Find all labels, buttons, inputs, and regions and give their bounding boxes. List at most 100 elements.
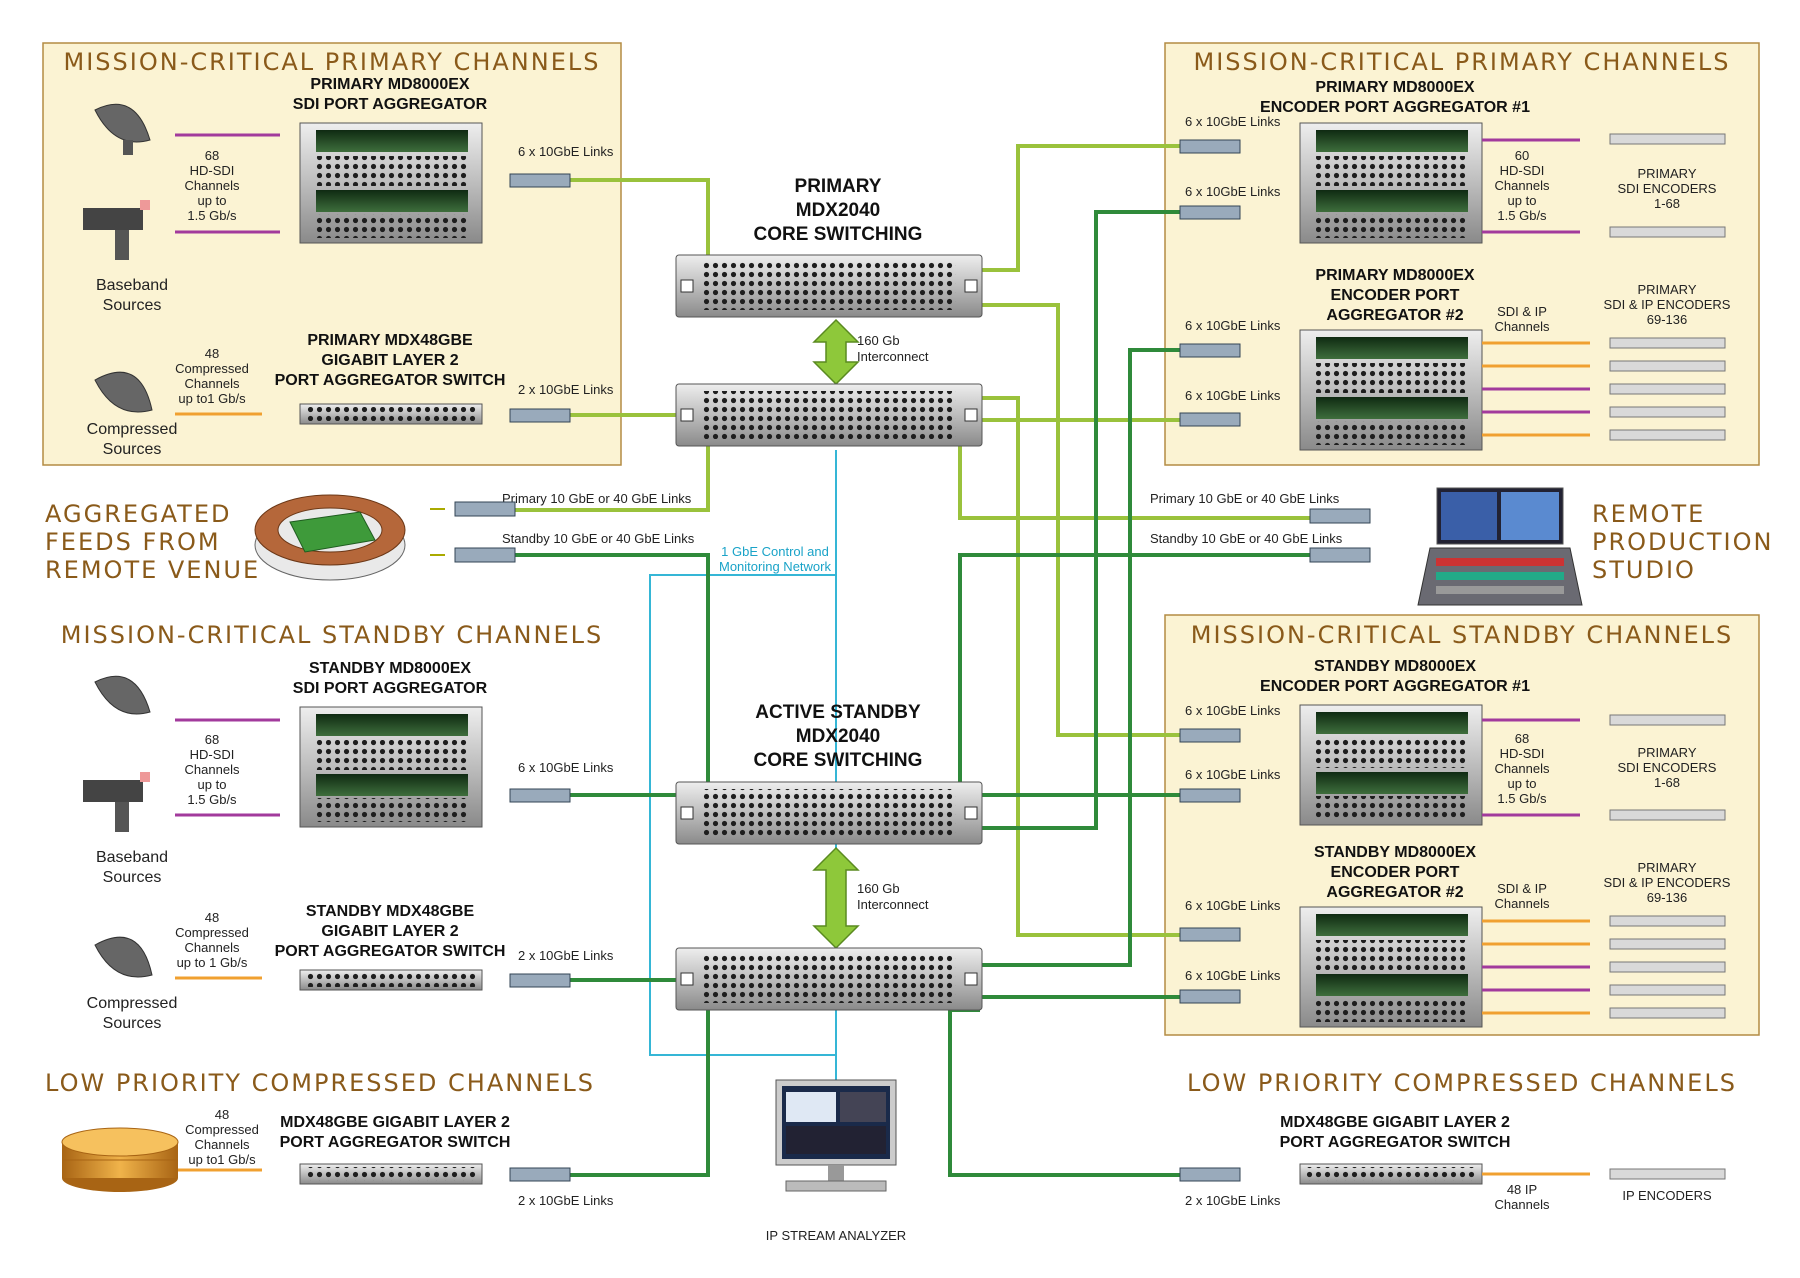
sdi-channels-label: Channels [185,178,240,193]
fiber-connector [509,1167,571,1182]
core-primary-title-2: MDX2040 [796,200,881,221]
right-primary-links-a: 6 x 10GbE Links [1185,114,1281,129]
control-network-label-1: 1 GbE Control and [721,544,829,559]
ip-stream-analyzer-monitor [775,1079,897,1192]
compressed-label-2: Sources [103,1015,162,1032]
low-channels-type: Compressed [185,1122,259,1137]
ip-encoder-bank-standby [1482,915,1726,1019]
right-standby-links-d: 6 x 10GbE Links [1185,968,1281,983]
remote-studio-label-3: STUDIO [1592,556,1696,584]
sdi-encoders-label-3: 1-68 [1654,775,1680,790]
fiber-connector-studio-primary [1309,508,1371,524]
left-primary-sdi-title-1: PRIMARY MD8000EX [310,76,469,93]
right-low-title-2: PORT AGGREGATOR SWITCH [1280,1134,1511,1151]
section-title-right-primary: MISSION-CRITICAL PRIMARY CHANNELS [1194,48,1731,76]
fiber-connector-venue-standby [430,547,516,563]
enc1-channels-count: 60 [1515,148,1529,163]
standby-remote-links-right: Standby 10 GbE or 40 GbE Links [1150,531,1343,546]
left-primary-agg-links: 2 x 10GbE Links [518,382,614,397]
enc2-channels-label-2: Channels [1495,319,1550,334]
right-low-links: 2 x 10GbE Links [1185,1193,1281,1208]
left-primary-agg-title-2: GIGABIT LAYER 2 [321,352,458,369]
left-standby-agg-title-1: STANDBY MDX48GBE [306,903,475,920]
baseband-label-2: Sources [103,297,162,314]
sdi-channels-count: 68 [205,148,219,163]
interconnect-label-standby-1: 160 Gb [857,881,900,896]
ip-encoder-bank-primary [1482,337,1726,441]
remote-venue-label-1: AGGREGATED [45,500,232,528]
section-title-right-low: LOW PRIORITY COMPRESSED CHANNELS [1187,1069,1737,1097]
remote-venue-label-2: FEEDS FROM [45,528,221,556]
enc1-channels-rate: 1.5 Gb/s [1497,208,1547,223]
right-primary-enc2-title-3: AGGREGATOR #2 [1326,307,1463,324]
remote-studio-label-2: PRODUCTION [1592,528,1773,556]
section-title-right-standby: MISSION-CRITICAL STANDBY CHANNELS [1191,621,1733,649]
right-standby-links-c: 6 x 10GbE Links [1185,898,1281,913]
low-channels-rate: up to1 Gb/s [188,1152,256,1167]
low-channels-count: 48 [215,1107,229,1122]
right-low-channels-1: 48 IP [1507,1182,1537,1197]
fiber-connector-venue-primary [430,501,516,517]
enc1-channels-rate: 1.5 Gb/s [1497,791,1547,806]
ip-encoder-unit [1609,1168,1726,1180]
sdi-channels-rate: 1.5 Gb/s [187,208,237,223]
enc2-channels-label-1: SDI & IP [1497,881,1547,896]
right-standby-enc1-title-1: STANDBY MD8000EX [1314,658,1476,675]
camera-icon [83,200,150,260]
baseband-label-1: Baseband [96,277,168,294]
ip-stream-analyzer-label: IP STREAM ANALYZER [766,1228,906,1243]
agg-channels-rate: up to1 Gb/s [178,391,246,406]
fiber-connector [1179,728,1241,743]
agg-channels-rate: up to 1 Gb/s [177,955,248,970]
camera-icon [83,772,150,832]
section-title-left-primary: MISSION-CRITICAL PRIMARY CHANNELS [64,48,601,76]
left-standby-sdi-links: 6 x 10GbE Links [518,760,614,775]
encoder-port-aggregator-device [1299,122,1483,244]
core-standby-title-3: CORE SWITCHING [754,750,923,771]
ip-encoders-label-2: SDI & IP ENCODERS [1604,297,1731,312]
fiber-connector [1179,343,1241,358]
encoder-port-aggregator-device [1299,704,1483,826]
fiber-connector [1179,1167,1241,1182]
agg-channels-type: Compressed [175,361,249,376]
right-primary-links-b: 6 x 10GbE Links [1185,184,1281,199]
fiber-connector [509,173,571,188]
enc2-channels-label-2: Channels [1495,896,1550,911]
storage-disk-icon [61,1127,179,1192]
fiber-connector [1179,139,1241,154]
encoder-port-aggregator-device [1299,329,1483,451]
standby-core-switch-top [675,781,983,845]
stadium-icon [254,494,406,581]
agg-channels-label: Channels [185,940,240,955]
sdi-channels-type: HD-SDI [190,163,235,178]
production-studio-icon [1417,487,1583,606]
left-standby-agg-links: 2 x 10GbE Links [518,948,614,963]
left-primary-agg-title-3: PORT AGGREGATOR SWITCH [275,372,506,389]
baseband-label-1: Baseband [96,849,168,866]
interconnect-arrow-standby [812,846,860,950]
sdi-encoder-unit [1609,809,1726,821]
agg-channels-type: Compressed [175,925,249,940]
fiber-connector [1179,788,1241,803]
core-primary-title-3: CORE SWITCHING [754,224,923,245]
right-primary-enc2-title-2: ENCODER PORT [1331,287,1460,304]
sdi-channels-label: Channels [185,762,240,777]
sdi-channels-rate: 1.5 Gb/s [187,792,237,807]
low-channels-label: Channels [195,1137,250,1152]
right-low-title-1: MDX48GBE GIGABIT LAYER 2 [1280,1114,1510,1131]
right-standby-enc2-title-3: AGGREGATOR #2 [1326,884,1463,901]
aggregator-switch-device [299,1163,483,1185]
right-primary-enc1-title-2: ENCODER PORT AGGREGATOR #1 [1260,99,1530,116]
agg-channels-count: 48 [205,346,219,361]
core-standby-title-2: MDX2040 [796,726,881,747]
sdi-encoder-unit [1609,133,1726,145]
right-standby-links-b: 6 x 10GbE Links [1185,767,1281,782]
right-low-channels-2: Channels [1495,1197,1550,1212]
sdi-encoders-label-2: SDI ENCODERS [1618,760,1717,775]
fiber-connector [1179,205,1241,220]
left-low-links: 2 x 10GbE Links [518,1193,614,1208]
fiber-connector [1179,989,1241,1004]
core-primary-title-1: PRIMARY [795,176,882,197]
right-primary-links-d: 6 x 10GbE Links [1185,388,1281,403]
